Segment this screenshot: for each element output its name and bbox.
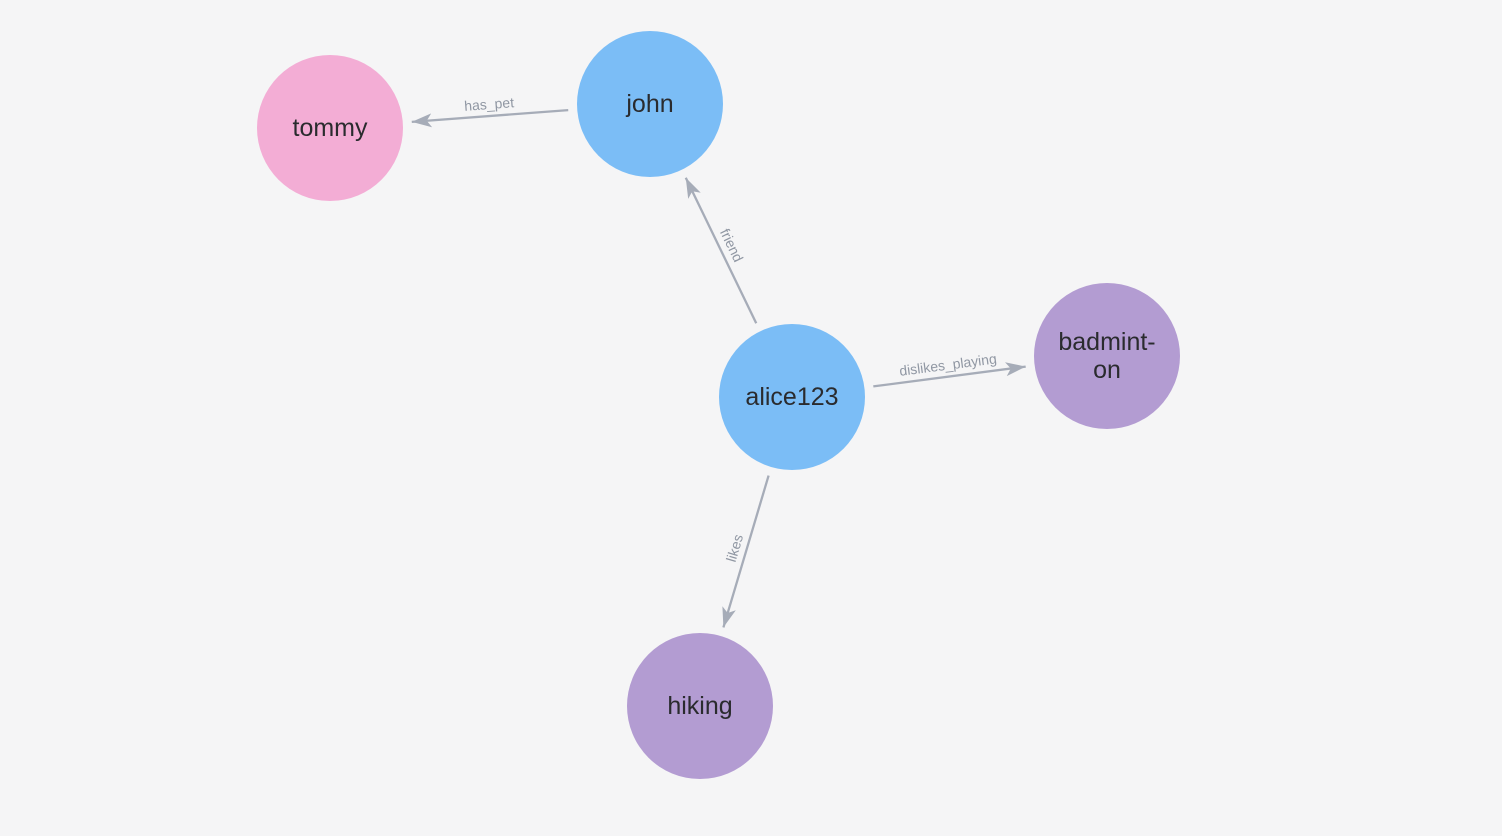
node-hiking[interactable]: [627, 633, 773, 779]
node-badminton[interactable]: [1034, 283, 1180, 429]
edge-friend[interactable]: [684, 177, 758, 324]
edge-label-has_pet: has_pet: [464, 94, 515, 114]
edge-label-dislikes_playing: dislikes_playing: [898, 350, 997, 378]
edge-has_pet[interactable]: [411, 108, 569, 128]
node-alice123[interactable]: [719, 324, 865, 470]
edge-dislikes_playing[interactable]: [873, 362, 1026, 388]
node-john[interactable]: [577, 31, 723, 177]
edge-label-friend: friend: [717, 226, 747, 265]
edge-likes[interactable]: [722, 475, 770, 628]
node-tommy[interactable]: [257, 55, 403, 201]
